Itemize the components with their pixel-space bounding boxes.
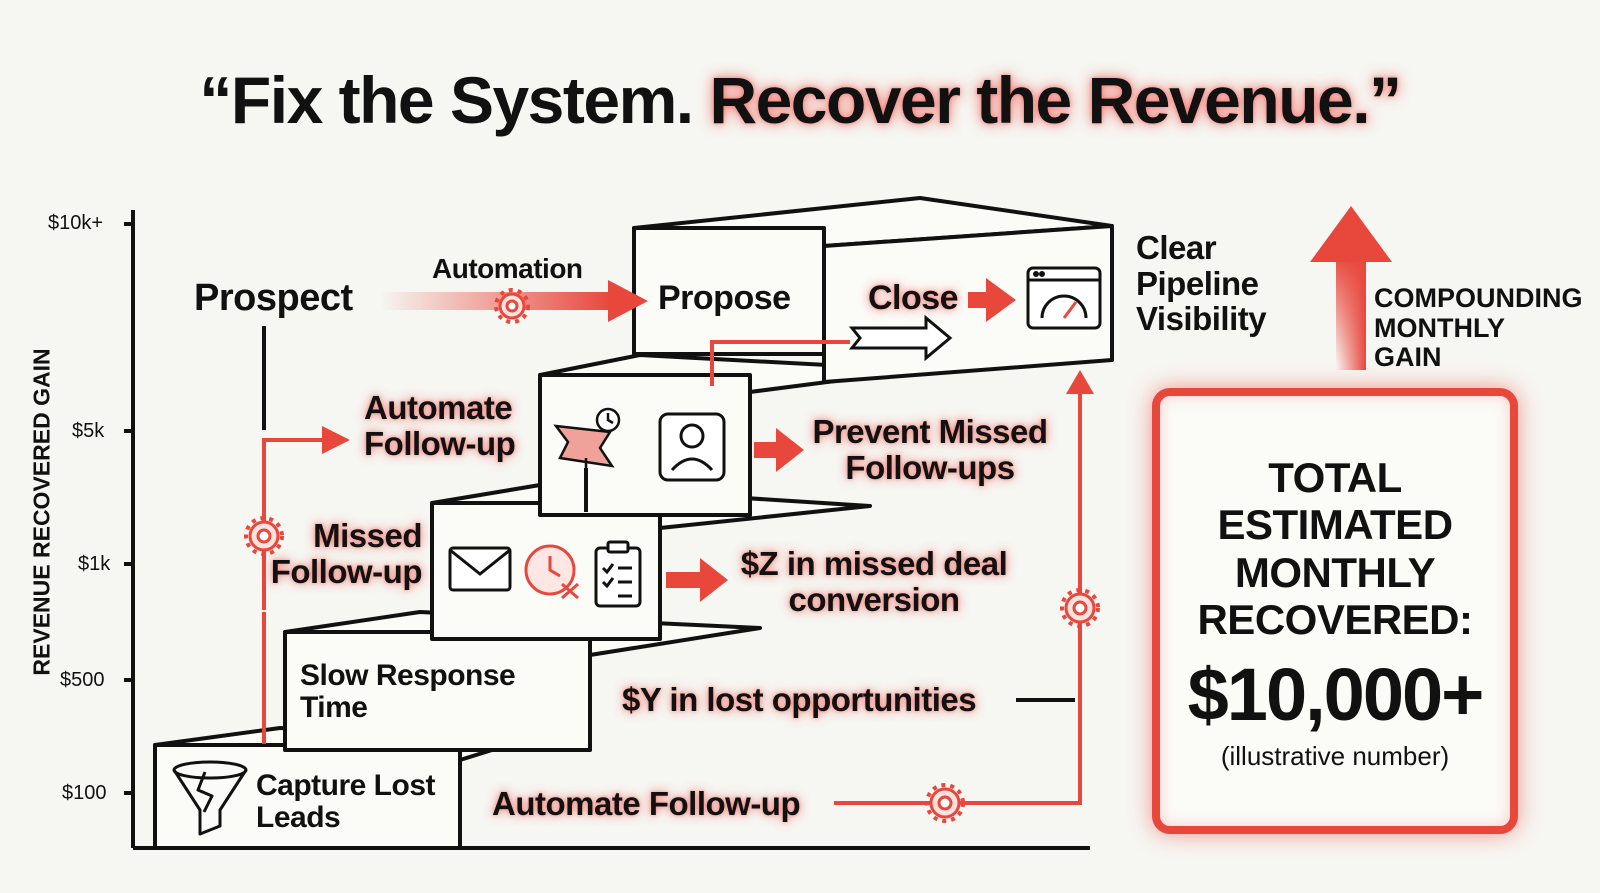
title-part-2: Recover the Revenue.” [709, 63, 1402, 137]
label-automate-followup-bottom: Automate Follow-up [492, 785, 801, 822]
tick-1k: $1k [78, 553, 111, 575]
clock-icon [524, 544, 579, 600]
gear-teeth [244, 288, 1100, 823]
arrow-close [968, 278, 1016, 322]
flag-icon [553, 407, 621, 476]
arrow-prevent [754, 428, 804, 472]
dashboard-icon [1026, 266, 1102, 330]
title-part-1: “Fix the System. [199, 63, 694, 137]
step-capture-lost-leads: Capture Lost Leads [256, 769, 436, 835]
total-amount: $10,000+ [1187, 652, 1485, 736]
label-prevent-missed: Prevent Missed Follow-ups [812, 413, 1048, 486]
arrow-followup [322, 426, 350, 454]
label-compounding-gain: COMPOUNDING MONTHLY GAIN [1374, 283, 1583, 373]
tick-10k: $10k+ [48, 212, 104, 234]
label-lost-opportunities: $Y in lost opportunities [622, 681, 977, 718]
y-axis-label: REVENUE RECOVERED GAIN [28, 348, 55, 676]
user-icon [658, 412, 726, 482]
step-propose: Propose [658, 279, 791, 317]
total-heading: TOTAL ESTIMATED MONTHLY RECOVERED: [1197, 454, 1473, 644]
gear-icon [248, 292, 1096, 819]
arrow-hollow [848, 314, 953, 362]
label-prospect: Prospect [194, 277, 353, 319]
arrow-up-icon [1310, 206, 1392, 370]
tick-5k: $5k [72, 420, 105, 442]
total-recovered-panel: TOTAL ESTIMATED MONTHLY RECOVERED: $10,0… [1152, 388, 1518, 834]
funnel-icon [172, 760, 248, 836]
arrow-missed-deal [666, 558, 728, 602]
label-missed-deal: $Z in missed deal conversion [740, 545, 1008, 618]
label-missed-followup: Missed Follow-up [270, 517, 423, 590]
envelope-icon [448, 546, 512, 592]
arrow-vertical [1066, 370, 1094, 394]
total-note: (illustrative number) [1220, 740, 1450, 771]
tick-100: $100 [62, 782, 107, 804]
step-slow-response: Slow Response Time [300, 659, 516, 725]
label-clear-pipeline: Clear Pipeline Visibility [1136, 229, 1267, 338]
step-close: Close [868, 279, 959, 317]
checklist-icon [594, 540, 642, 608]
tick-500: $500 [60, 669, 105, 691]
label-automation: Automation [432, 253, 583, 284]
page-title: “Fix the System. Recover the Revenue.” [0, 62, 1600, 138]
label-automate-followup-top: Automate Follow-up [364, 389, 516, 462]
